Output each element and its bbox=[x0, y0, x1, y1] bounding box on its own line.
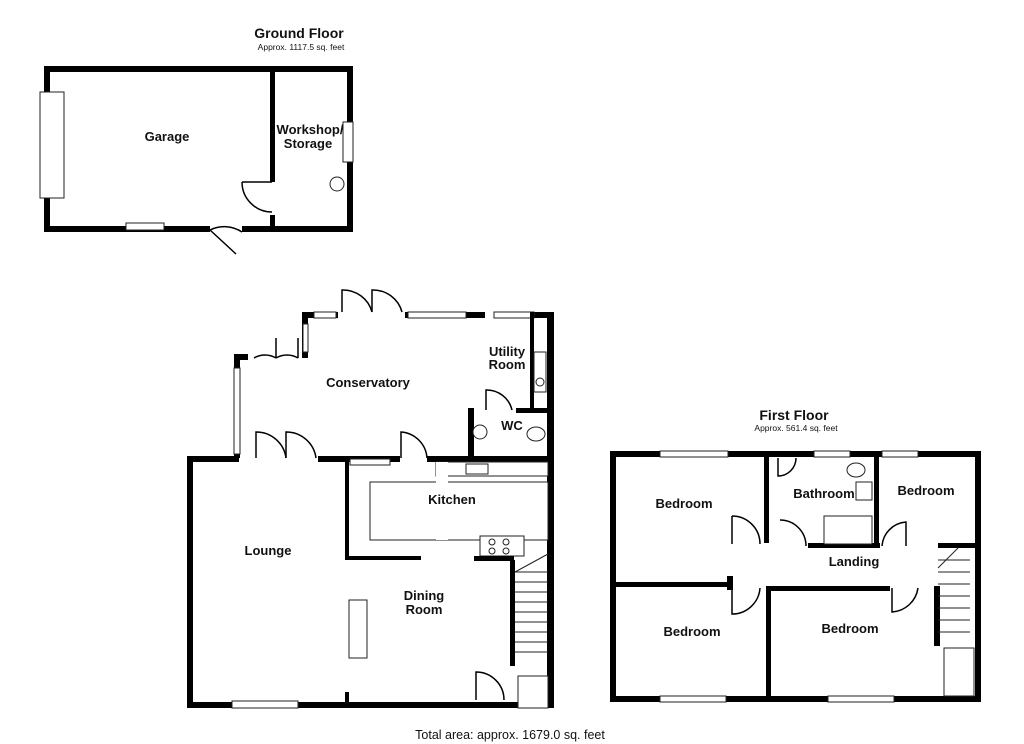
window bbox=[342, 121, 354, 163]
room-label-bedroom-2: Bedroom bbox=[897, 483, 954, 498]
toilet-icon bbox=[526, 426, 546, 442]
room-label-bedroom-3: Bedroom bbox=[663, 624, 720, 639]
garage-door bbox=[39, 91, 65, 199]
room-label-conservatory: Conservatory bbox=[326, 375, 411, 390]
door-swing bbox=[241, 181, 273, 213]
room-label-utility-room: Room bbox=[489, 357, 526, 372]
room-label-bedroom-4: Bedroom bbox=[821, 621, 878, 636]
room-label-dining: Dining bbox=[404, 588, 444, 603]
ground-floor-house bbox=[187, 289, 554, 709]
room-label-lounge: Lounge bbox=[245, 543, 292, 558]
first-floor-area: Approx. 561.4 sq. feet bbox=[754, 423, 838, 433]
garage-block bbox=[39, 66, 354, 255]
first-floor bbox=[610, 450, 981, 703]
total-area: Total area: approx. 1679.0 sq. feet bbox=[415, 728, 605, 742]
room-label-storage: Storage bbox=[284, 136, 332, 151]
door-swing bbox=[209, 225, 243, 255]
window bbox=[125, 222, 165, 231]
room-label-dining-room: Room bbox=[406, 602, 443, 617]
room-label-kitchen: Kitchen bbox=[428, 492, 476, 507]
room-label-bathroom: Bathroom bbox=[793, 486, 854, 501]
room-label-bedroom-1: Bedroom bbox=[655, 496, 712, 511]
room-label-utility: Utility bbox=[489, 344, 526, 359]
room-label-wc: WC bbox=[501, 418, 523, 433]
room-label-landing: Landing bbox=[829, 554, 880, 569]
room-label-garage: Garage bbox=[145, 129, 190, 144]
room-label-workshop: Workshop/ bbox=[277, 122, 344, 137]
first-floor-title: First Floor bbox=[759, 407, 829, 423]
basin-icon bbox=[472, 424, 488, 440]
ground-floor-area: Approx. 1117.5 sq. feet bbox=[258, 42, 345, 52]
ground-floor-title: Ground Floor bbox=[254, 25, 344, 41]
sink-icon bbox=[329, 176, 345, 192]
